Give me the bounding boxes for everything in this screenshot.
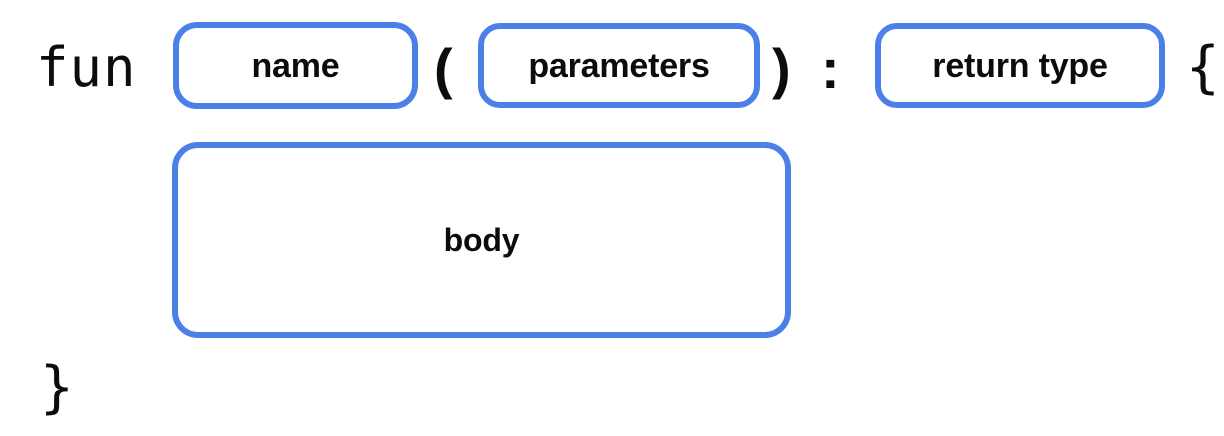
brace-open: { [1186, 35, 1220, 100]
keyword-fun: fun [36, 36, 137, 99]
paren-open: ( [434, 37, 453, 100]
paren-close: ) [772, 37, 791, 100]
slot-return-type-label: return type [932, 46, 1108, 85]
slot-body[interactable]: body [172, 142, 791, 338]
slot-parameters-label: parameters [528, 46, 710, 85]
slot-body-label: body [443, 222, 520, 258]
slot-return-type[interactable]: return type [875, 23, 1165, 108]
slot-parameters[interactable]: parameters [478, 23, 760, 108]
colon-separator: : [821, 37, 840, 100]
slot-name-label: name [251, 46, 340, 85]
brace-close: } [40, 355, 74, 420]
slot-name[interactable]: name [173, 22, 418, 109]
